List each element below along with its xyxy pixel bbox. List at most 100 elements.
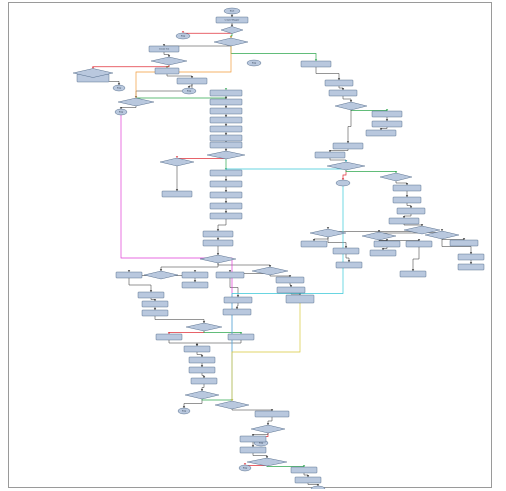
flow-connector <box>201 399 233 401</box>
flow-connector <box>203 331 242 334</box>
arrowhead <box>230 15 234 17</box>
arrowhead <box>216 229 220 231</box>
flow-connector <box>315 67 340 80</box>
decision-node <box>361 231 397 241</box>
node-shape <box>379 172 413 182</box>
decision-node <box>334 101 368 111</box>
flow-connector <box>403 224 423 226</box>
node-shape <box>457 263 485 271</box>
arrowhead <box>394 171 398 173</box>
decision-node <box>72 68 114 78</box>
node-shape <box>206 150 246 160</box>
flow-connector <box>329 158 347 162</box>
flow-connector <box>267 417 273 425</box>
arrowhead <box>381 248 385 250</box>
flow-connector <box>307 483 319 486</box>
node-shape <box>137 291 165 299</box>
node-shape <box>222 308 252 316</box>
process-node <box>239 446 267 454</box>
node-label: Stop <box>259 442 264 445</box>
node-shape <box>72 68 114 78</box>
process-node <box>209 169 243 177</box>
node-shape <box>141 309 169 317</box>
arrowhead <box>266 423 270 425</box>
flow-connector <box>342 96 352 102</box>
flow-connector <box>231 409 273 411</box>
node-label: Stop <box>117 87 122 90</box>
flow-connector <box>168 331 205 334</box>
process-node <box>202 239 234 247</box>
arrowhead <box>224 88 228 90</box>
node-shape <box>209 212 243 220</box>
flow-connector <box>168 340 198 346</box>
node-shape <box>335 179 351 187</box>
node-shape <box>334 101 368 111</box>
decision-node <box>214 400 250 410</box>
process-node <box>223 296 253 304</box>
flow-connector <box>327 237 347 248</box>
arrowhead <box>119 107 123 109</box>
arrowhead <box>230 399 234 401</box>
decision-node <box>326 161 366 171</box>
node-shape <box>310 485 326 489</box>
arrowhead <box>167 55 171 57</box>
arrowhead <box>149 290 153 292</box>
arrowhead <box>402 216 406 218</box>
arrowhead <box>190 76 194 78</box>
flow-connector <box>303 473 309 477</box>
node-shape <box>371 120 403 128</box>
node-shape <box>392 184 422 192</box>
arrowhead <box>344 160 348 162</box>
arrowhead <box>268 265 272 267</box>
arrowhead <box>379 128 383 130</box>
process-node <box>290 466 318 474</box>
flow-connector <box>188 84 193 88</box>
node-shape <box>181 87 197 95</box>
node-shape <box>223 7 241 15</box>
arrowhead <box>265 456 269 458</box>
arrowhead <box>224 124 228 126</box>
arrowhead <box>224 190 228 192</box>
terminal-node: Start <box>223 7 241 15</box>
decision-node <box>184 390 220 400</box>
node-shape <box>155 333 183 341</box>
node-shape <box>175 32 191 40</box>
process-node <box>332 247 360 255</box>
decision-node <box>309 228 347 238</box>
process-node <box>209 89 243 97</box>
decision-node <box>150 56 188 66</box>
process-node <box>183 345 211 353</box>
node-shape <box>239 446 267 454</box>
node-shape <box>188 356 216 364</box>
node-shape <box>181 271 209 279</box>
node-label: Stop <box>182 410 187 413</box>
process-node <box>209 98 243 106</box>
terminal-node <box>310 485 326 489</box>
node-shape <box>161 190 193 198</box>
node-label: Stop <box>119 111 124 114</box>
node-shape <box>209 134 243 142</box>
process-node <box>181 281 209 289</box>
arrowhead <box>314 59 318 61</box>
node-shape <box>227 333 255 341</box>
node-label: Stop <box>243 467 248 470</box>
node-shape <box>324 79 354 87</box>
arrowhead <box>91 66 95 69</box>
process-node <box>209 107 243 115</box>
process-node <box>154 67 180 75</box>
flow-connector <box>225 162 347 176</box>
node-shape <box>112 84 126 92</box>
arrowhead <box>385 109 389 111</box>
terminal-node: Stop <box>175 32 191 40</box>
arrowhead <box>216 253 220 255</box>
flow-connector <box>183 399 203 408</box>
arrowhead <box>216 238 220 240</box>
arrowhead <box>289 285 293 287</box>
process-node <box>222 308 252 316</box>
flow-connector <box>154 316 205 323</box>
node-shape <box>209 125 243 133</box>
arrowhead <box>462 238 466 240</box>
arrowhead <box>167 332 171 334</box>
arrowhead <box>202 376 206 378</box>
decision-node <box>117 97 155 107</box>
